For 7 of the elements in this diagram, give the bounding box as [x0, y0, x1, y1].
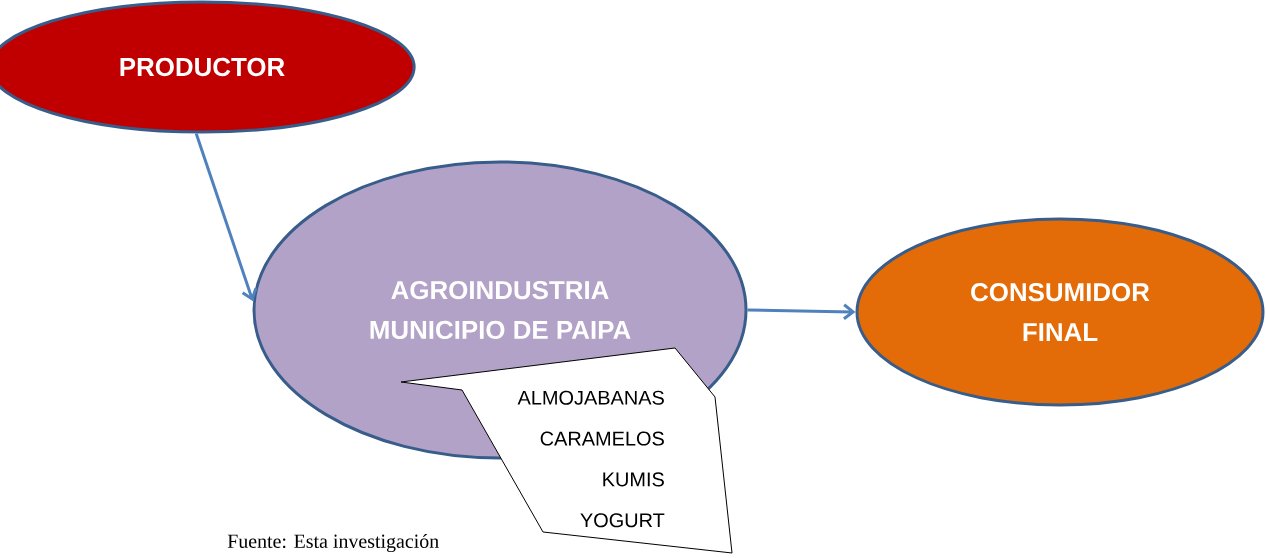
node-label: ALMOJABANAS: [517, 390, 664, 405]
arrow: [747, 303, 856, 320]
node-label: YOGURT: [580, 513, 665, 528]
ellipse-node: CONSUMIDOR FINAL: [855, 217, 1265, 407]
node-label: CARAMELOS: [540, 431, 664, 446]
arrow: [194, 133, 258, 302]
node-label: KUMIS: [603, 472, 664, 487]
